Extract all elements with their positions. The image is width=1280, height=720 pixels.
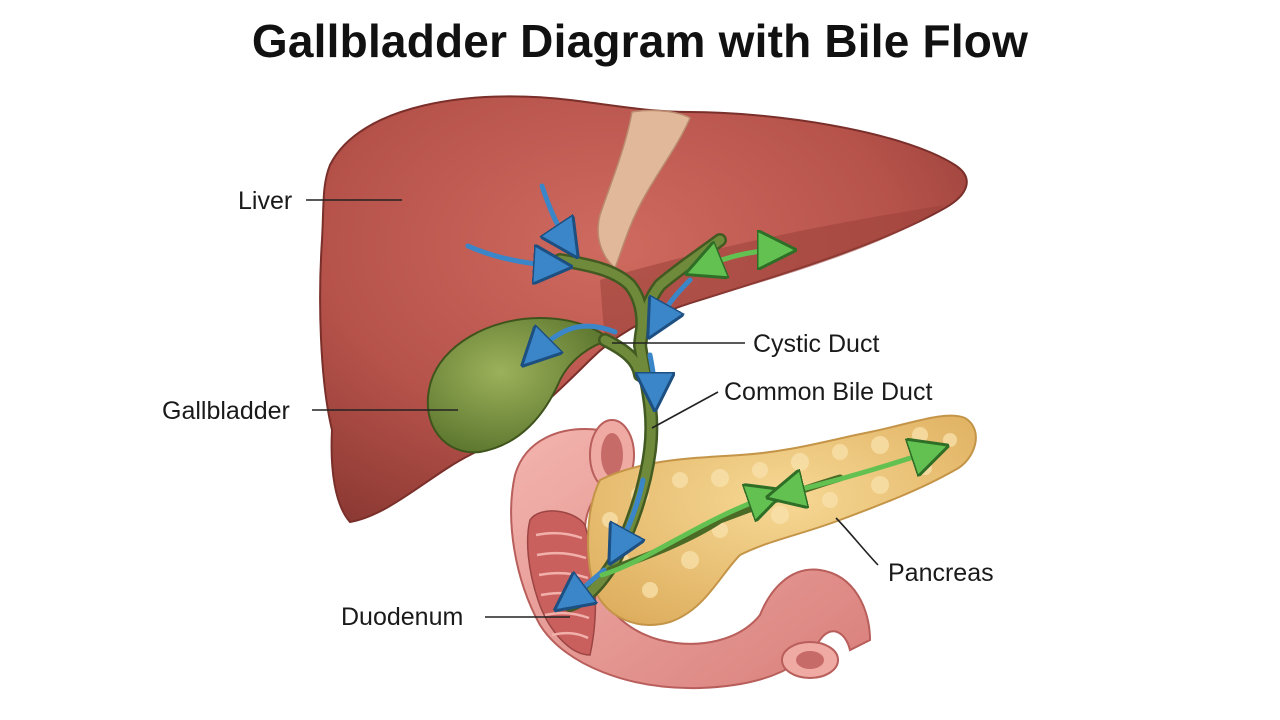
label-gallbladder: Gallbladder (162, 397, 290, 425)
label-cystic-duct: Cystic Duct (753, 330, 879, 358)
label-pancreas: Pancreas (888, 559, 994, 587)
label-liver: Liver (238, 187, 292, 215)
pancreatic-flow-arrows (599, 250, 935, 578)
label-duodenum: Duodenum (341, 603, 463, 631)
gallbladder (426, 316, 612, 454)
leader-lines (306, 199, 879, 618)
page-title: Gallbladder Diagram with Bile Flow (251, 15, 1029, 67)
label-common-bile-duct: Common Bile Duct (724, 378, 932, 406)
